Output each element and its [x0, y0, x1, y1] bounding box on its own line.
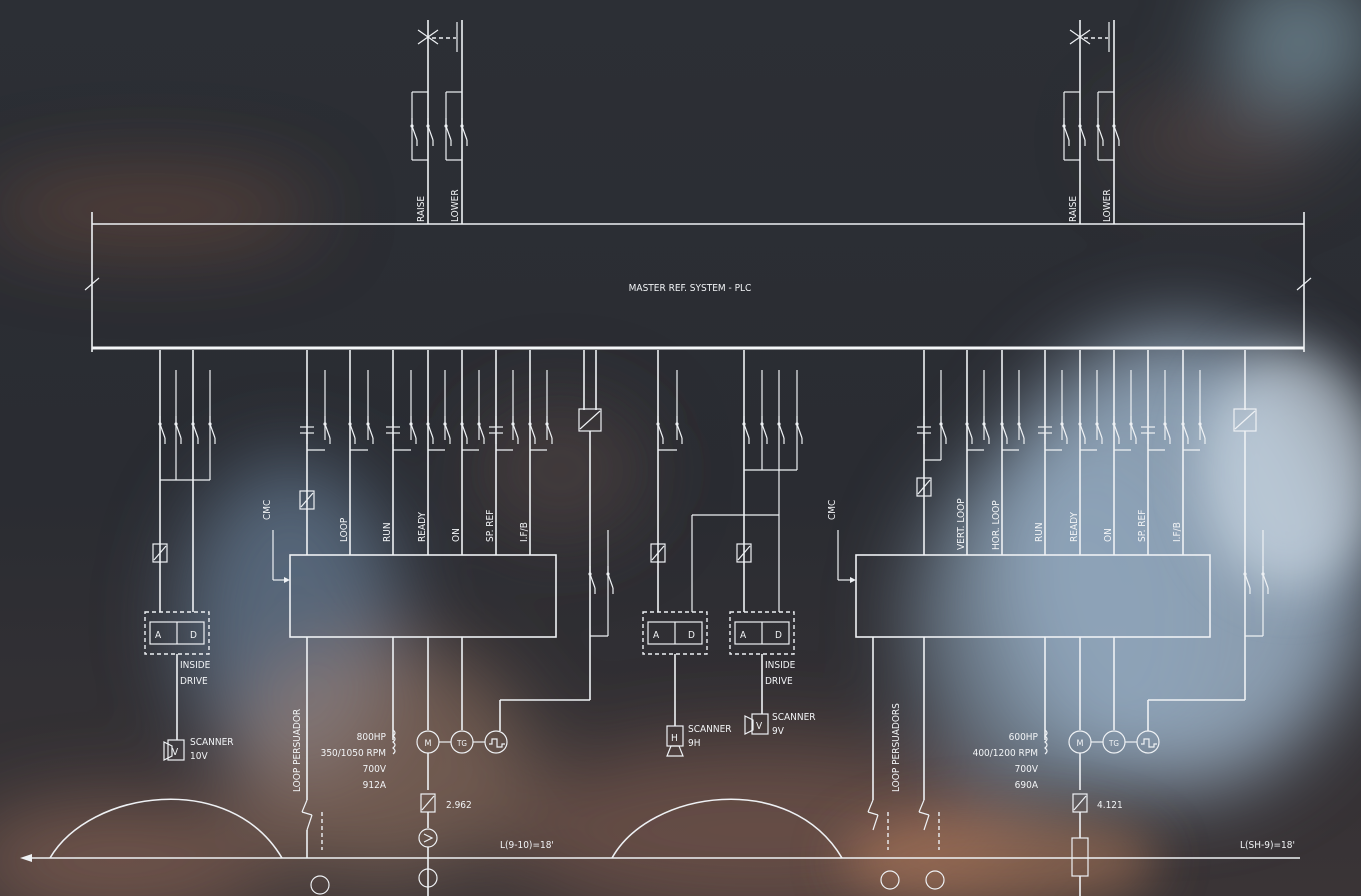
ad-converter-box-2: A D — [642, 611, 708, 655]
raise-label-left: RAISE — [416, 196, 427, 222]
right-signal-vert-loop: VERT. LOOP — [956, 498, 967, 550]
right-tach-letter: TG — [1108, 739, 1119, 748]
left-signal-loop: LOOP — [339, 517, 350, 542]
scanner-9h-letter: H — [671, 733, 678, 744]
inside-drive-1-line1: INSIDE — [180, 660, 211, 671]
ad-converter-box-3: A D — [729, 611, 795, 655]
right-motor-rpm: 400/1200 RPM — [973, 748, 1038, 759]
right-signal-spref: SP. REF — [1137, 510, 1148, 542]
scanner-9v-symbol: V — [744, 713, 769, 735]
left-loop-length: L(9-10)=18' — [500, 840, 554, 851]
scanner-9h-symbol: H — [666, 725, 684, 757]
inside-drive-2-line2: DRIVE — [765, 676, 793, 687]
right-loop-length: L(SH-9)=18' — [1240, 840, 1295, 851]
right-ratio: 4.121 — [1097, 800, 1123, 811]
lower-label-right: LOWER — [1102, 189, 1113, 222]
right-drive-relay — [1148, 350, 1269, 701]
left-motor-hp: 800HP — [357, 732, 387, 743]
scanner-9h-9v-branches: A D A D INSIDE DRIVE H SCANNER 9H V SCAN… — [642, 350, 816, 757]
right-cmc-label: CMC — [827, 500, 838, 520]
left-motor-rpm: 350/1050 RPM — [321, 748, 386, 759]
scanner-9v-letter: V — [756, 721, 763, 732]
right-loop-persuaders: LOOP PERSUADORS — [867, 637, 945, 890]
right-drive-controller: CMC VERT. LOOP HOR. LOOP RUN READY ON SP… — [827, 498, 1211, 638]
left-motor-amp: 912A — [363, 780, 387, 791]
scanner-9v-label-1: SCANNER — [772, 712, 816, 723]
right-signal-ready: READY — [1069, 512, 1080, 542]
left-motor-volt: 700V — [363, 764, 387, 775]
left-motor-section: M TG 2.962 800HP 350/1050 RPM 700V 912A — [321, 637, 508, 896]
left-drive-relay — [500, 350, 614, 701]
scanner-10v-symbol: V — [163, 739, 185, 761]
lower-label-left: LOWER — [450, 189, 461, 222]
raise-label-right: RAISE — [1068, 196, 1079, 222]
inside-drive-2-line1: INSIDE — [765, 660, 796, 671]
scanner-9h-label-1: SCANNER — [688, 724, 732, 735]
right-motor-hp: 600HP — [1009, 732, 1039, 743]
right-motor-volt: 700V — [1015, 764, 1039, 775]
ad-box-2-a: A — [653, 630, 660, 641]
ad-box-1-d: D — [190, 630, 197, 641]
right-signal-ifb: I.F/B — [1172, 522, 1183, 542]
raise-lower-controls-left: RAISE LOWER — [409, 20, 468, 224]
right-signal-on: ON — [1103, 528, 1114, 542]
left-loop-persuador: LOOP PERSUADOR — [292, 637, 330, 895]
right-motor-amp: 690A — [1015, 780, 1039, 791]
left-cmc-label: CMC — [262, 500, 273, 520]
right-motor-section: M TG 4.121 600HP 400/1200 RPM 700V 690A — [973, 637, 1160, 896]
left-signal-run: RUN — [382, 522, 393, 542]
inside-drive-1-line2: DRIVE — [180, 676, 208, 687]
left-persuador-label: LOOP PERSUADOR — [292, 709, 303, 792]
left-ratio: 2.962 — [446, 800, 472, 811]
right-signal-run: RUN — [1034, 522, 1045, 542]
scanner-10v-label-1: SCANNER — [190, 737, 234, 748]
left-tach-letter: TG — [456, 739, 467, 748]
plc-label: MASTER REF. SYSTEM - PLC — [629, 283, 752, 294]
left-drive-signal-contacts — [299, 350, 553, 555]
material-strip-path: L(9-10)=18' L(SH-9)=18' — [20, 798, 1300, 862]
ad-converter-box-1: A D — [144, 611, 210, 655]
ad-box-2-d: D — [688, 630, 695, 641]
left-motor-letter: M — [425, 739, 432, 749]
left-signal-on: ON — [451, 528, 462, 542]
scanner-10v-label-2: 10V — [190, 751, 208, 762]
plc-block: MASTER REF. SYSTEM - PLC — [84, 212, 1312, 352]
right-signal-hor-loop: HOR. LOOP — [991, 500, 1002, 550]
left-signal-ready: READY — [417, 512, 428, 542]
ad-box-3-d: D — [775, 630, 782, 641]
scanner-10v-branch: A D INSIDE DRIVE V SCANNER 10V — [144, 350, 234, 762]
scanner-10v-letter: V — [172, 747, 179, 758]
left-signal-spref: SP. REF — [485, 510, 496, 542]
scanner-9h-label-2: 9H — [688, 738, 701, 749]
left-signal-ifb: I.F/B — [519, 522, 530, 542]
ad-box-3-a: A — [740, 630, 747, 641]
right-persuaders-label: LOOP PERSUADORS — [891, 703, 902, 792]
raise-lower-controls-right: RAISE LOWER — [1061, 20, 1120, 224]
right-motor-letter: M — [1077, 739, 1084, 749]
scanner-9v-label-2: 9V — [772, 726, 785, 737]
right-drive-signal-contacts — [916, 350, 1206, 555]
ad-box-1-a: A — [155, 630, 162, 641]
left-drive-controller: CMC LOOP RUN READY ON SP. REF I.F/B — [262, 500, 557, 638]
